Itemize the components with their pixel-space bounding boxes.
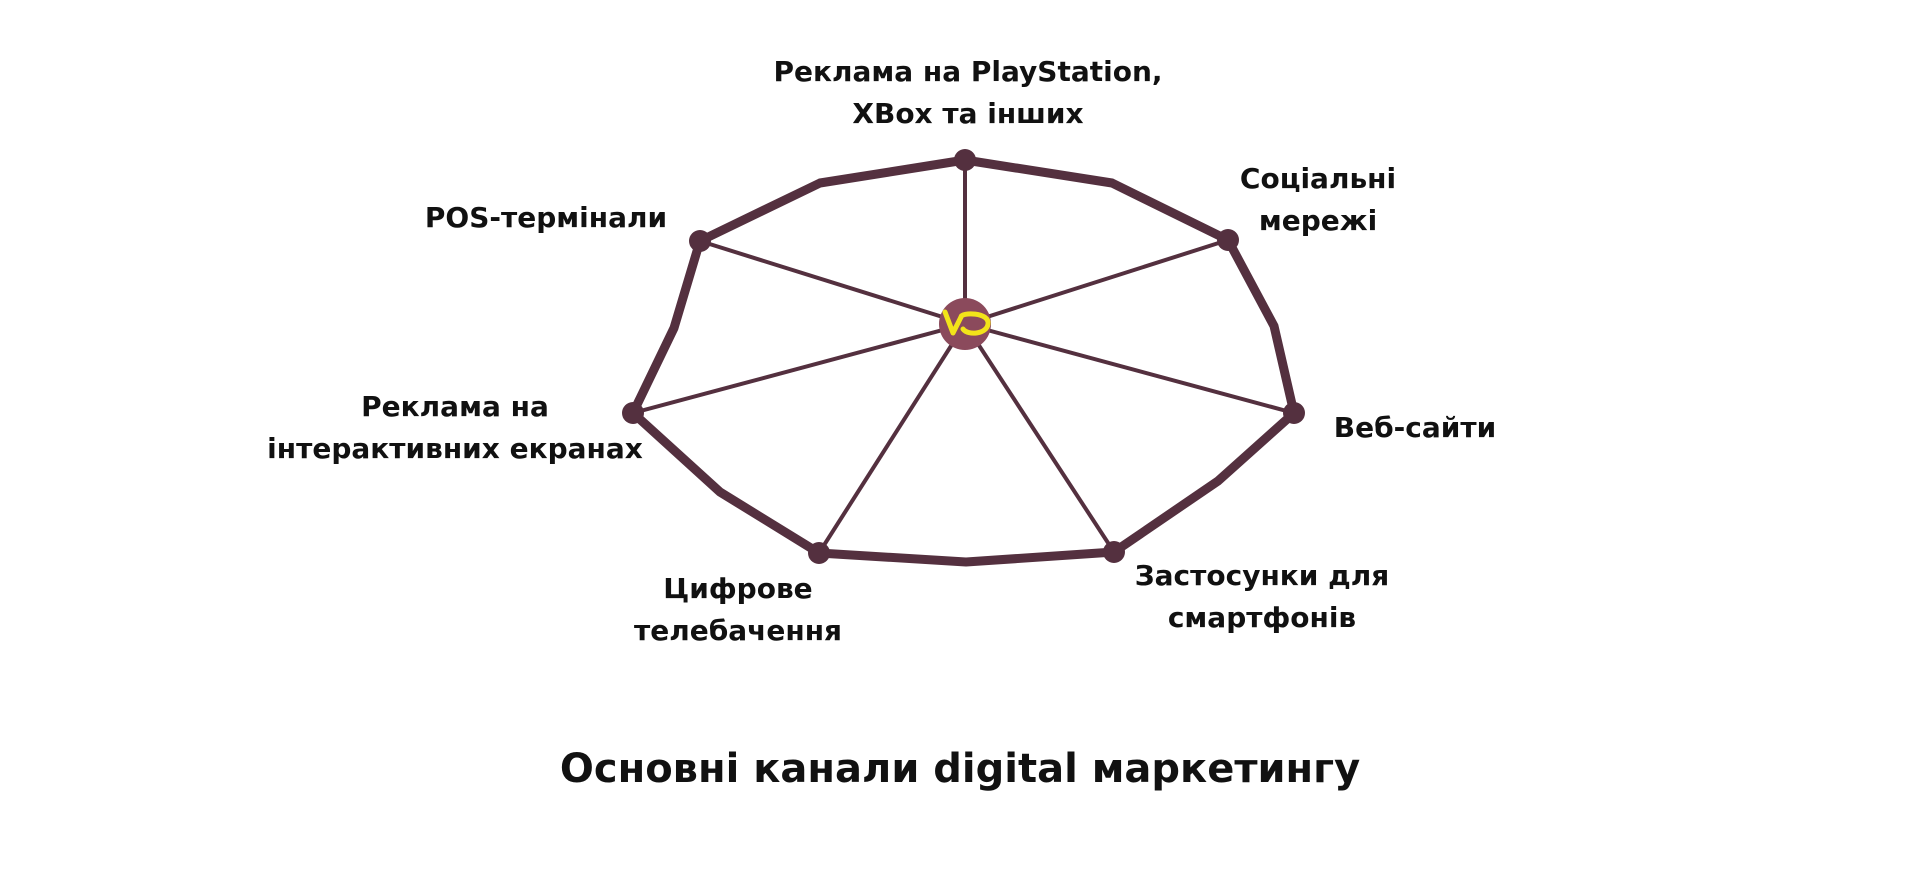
label-line: Соціальні [1239,162,1397,195]
spoke-social [964,238,1229,326]
label-line: Цифрове [663,572,813,605]
label-line: Реклама на PlayStation, [773,55,1163,88]
label-apps: Застосунки для смартфонів [1135,555,1390,639]
node-digital-tv [808,542,830,564]
node-pos [689,230,711,252]
spokes [632,160,1295,555]
hub-circle [939,298,991,350]
label-social: Соціальні мережі [1240,158,1396,242]
node-websites [1283,402,1305,424]
center-hub [939,298,991,350]
node-screens [622,402,644,424]
label-line: Реклама на [361,390,549,423]
label-line: мережі [1258,204,1378,237]
diagram-title: Основні канали digital маркетингу [559,746,1361,792]
spoke-websites [964,322,1295,415]
outer-rim [628,155,1299,567]
spoke-apps [963,322,1116,554]
label-pos: POS-термінали [425,197,667,239]
wd-logo-icon [942,309,991,336]
rim-line [628,155,1299,567]
label-line: XBox та інших [852,97,1084,130]
label-digital-tv: Цифрове телебачення [634,568,842,652]
label-line: смартфонів [1167,601,1357,634]
label-playstation: Реклама на PlayStation, XBox та інших [773,51,1162,135]
label-line: інтерактивних екранах [267,432,643,465]
spoke-digital-tv [817,322,967,555]
spoke-pos [699,239,966,326]
label-screens: Реклама на інтерактивних екранах [267,386,643,470]
label-websites: Веб-сайти [1334,407,1496,449]
label-line: телебачення [633,614,843,647]
spoke-screens [632,322,966,415]
label-line: Веб-сайти [1333,411,1497,444]
label-line: Застосунки для [1134,559,1390,592]
node-playstation [954,149,976,171]
nodes [622,149,1305,564]
label-line: POS-термінали [424,201,668,234]
node-apps [1103,541,1125,563]
node-social [1217,229,1239,251]
